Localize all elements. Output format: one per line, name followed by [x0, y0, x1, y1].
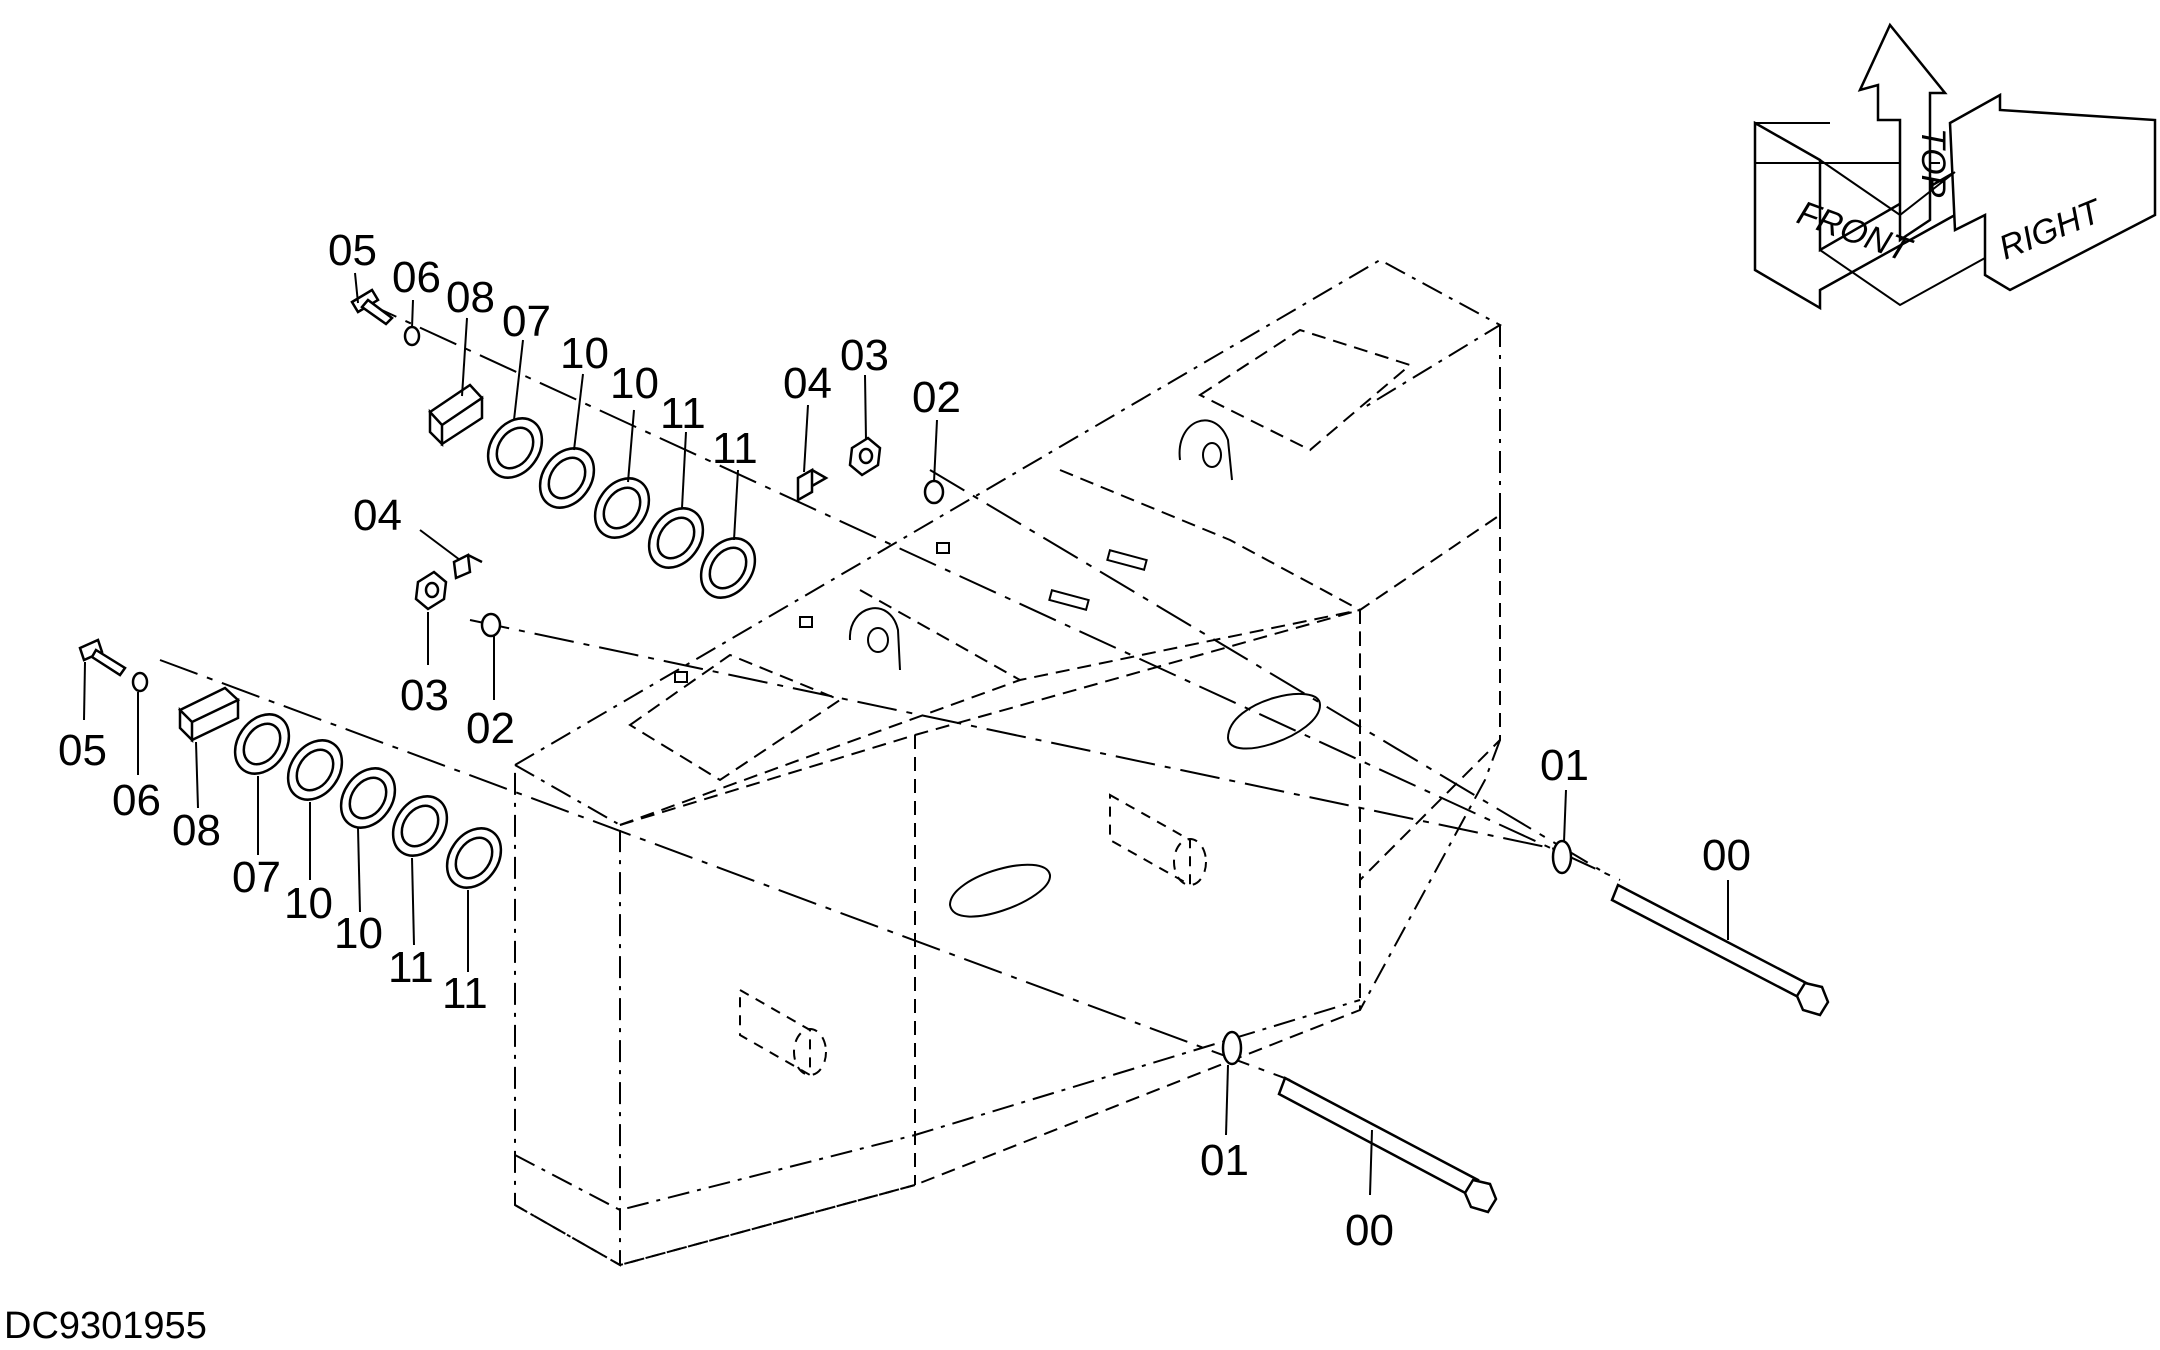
plate-08-lower — [177, 686, 241, 744]
shim-10a-upper — [538, 447, 596, 509]
callout-02-upper: 02 — [912, 373, 961, 422]
callout-04-lower: 04 — [353, 491, 402, 540]
pin-assembly-right — [1221, 839, 1830, 1214]
callout-05-upper: 05 — [328, 226, 377, 275]
callout-10b-upper: 10 — [610, 359, 659, 408]
leader-lines — [83, 272, 1729, 1196]
callout-00-lower: 00 — [1345, 1206, 1394, 1255]
callout-10a-lower: 10 — [284, 879, 333, 928]
shim-07-upper — [486, 417, 544, 479]
callout-11b-upper: 11 — [712, 424, 758, 473]
upper-fastener-stack — [350, 288, 945, 599]
stopper-04-lower — [452, 553, 483, 580]
pin-00-lower — [1277, 1076, 1498, 1214]
callout-00-upper: 00 — [1702, 831, 1751, 880]
shim-11b-lower — [445, 827, 503, 889]
lower-fastener-stack — [78, 553, 503, 889]
shim-07-lower — [233, 713, 291, 775]
pin-00-upper — [1610, 883, 1830, 1017]
nut-03-upper — [848, 436, 882, 477]
callout-05-lower: 05 — [58, 726, 107, 775]
bolt-05-upper — [350, 288, 394, 326]
shim-10b-upper — [593, 477, 651, 539]
shim-10a-lower — [286, 739, 344, 801]
bolt-05-lower — [78, 638, 127, 677]
callout-08-lower: 08 — [172, 806, 221, 855]
callout-10b-lower: 10 — [334, 909, 383, 958]
callout-07-lower: 07 — [232, 853, 281, 902]
callout-07-upper: 07 — [502, 297, 551, 346]
callout-labels: 05 06 08 07 10 10 11 11 04 03 02 04 03 0… — [58, 226, 1751, 1255]
shim-11a-upper — [647, 507, 705, 569]
callout-02-lower: 02 — [466, 704, 515, 753]
callout-01-lower: 01 — [1200, 1136, 1249, 1185]
lock-washer-06-upper — [403, 325, 421, 347]
stopper-04-upper — [796, 467, 829, 503]
shim-11b-upper — [699, 537, 757, 599]
shim-10b-lower — [339, 767, 397, 829]
plate-08-upper — [428, 383, 484, 448]
callout-10a-upper: 10 — [560, 329, 609, 378]
washer-01-upper — [1551, 839, 1573, 875]
callout-06-upper: 06 — [392, 253, 441, 302]
orientation-indicator: FRONT TOP RIGHT — [1753, 22, 2157, 311]
assembly-axes — [159, 299, 1621, 1081]
shim-11a-lower — [391, 795, 449, 857]
callout-11a-upper: 11 — [660, 389, 706, 438]
callout-08-upper: 08 — [446, 273, 495, 322]
nut-03-lower — [414, 570, 448, 611]
callout-01-upper: 01 — [1540, 741, 1589, 790]
callout-04-upper: 04 — [783, 359, 832, 408]
callout-03-upper: 03 — [840, 331, 889, 380]
drawing-code: DC9301955 — [4, 1305, 207, 1345]
washer-02-lower — [480, 612, 502, 638]
washer-02-upper — [923, 479, 945, 505]
callout-11b-lower: 11 — [442, 969, 488, 1018]
washer-01-lower — [1221, 1030, 1243, 1066]
orientation-top-label: TOP — [1914, 128, 1952, 198]
callout-11a-lower: 11 — [388, 943, 434, 992]
lock-washer-06-lower — [131, 671, 149, 693]
callout-06-lower: 06 — [112, 776, 161, 825]
callout-03-lower: 03 — [400, 671, 449, 720]
